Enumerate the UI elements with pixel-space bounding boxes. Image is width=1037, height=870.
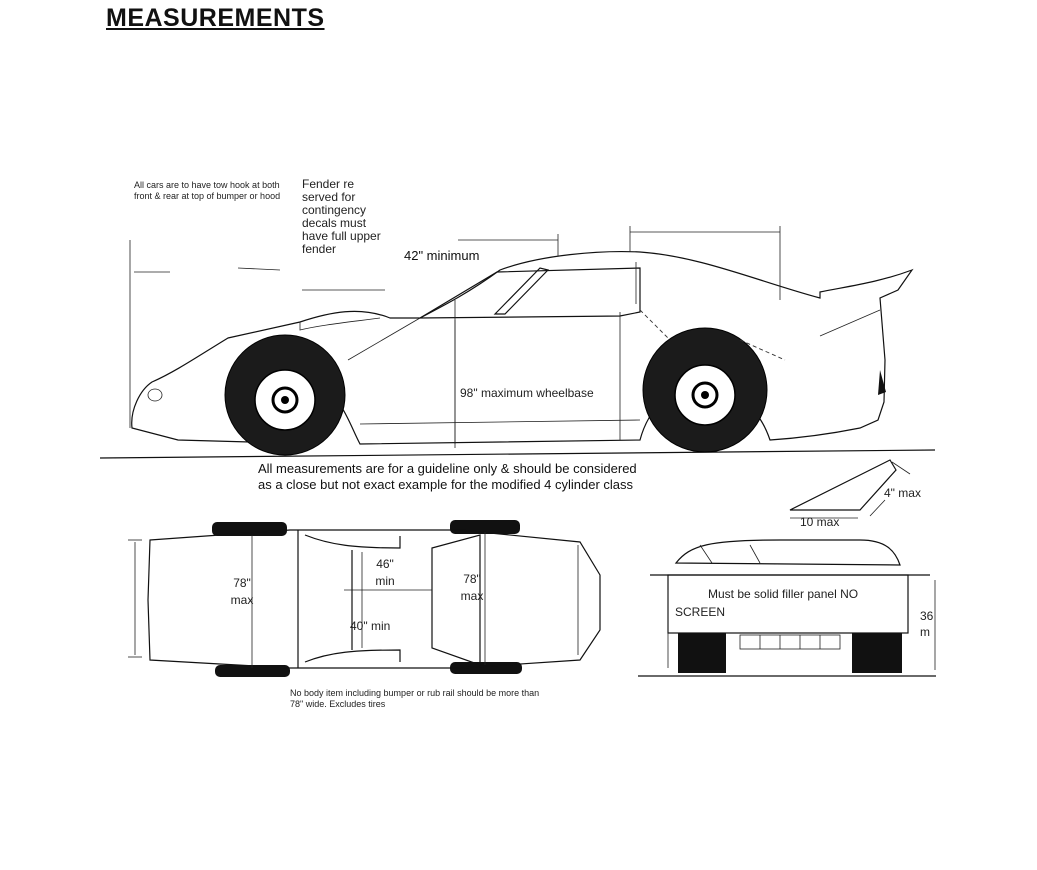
side-window bbox=[417, 267, 641, 319]
filler-panel bbox=[667, 574, 909, 634]
filler-panel-line-2: SCREEN bbox=[675, 605, 726, 619]
top-body-outline bbox=[147, 529, 601, 669]
rear-view-car bbox=[638, 539, 936, 677]
rear-wheel bbox=[642, 327, 768, 453]
roof-width-value: 46" bbox=[376, 557, 394, 571]
roof-width-unit: min bbox=[375, 574, 395, 588]
page-title: MEASUREMENTS bbox=[106, 4, 325, 32]
rear-height-value: 36 bbox=[920, 609, 934, 623]
front-fender-line bbox=[299, 317, 381, 331]
side-view-car bbox=[99, 226, 936, 459]
rear-arch-dash bbox=[639, 309, 671, 341]
top-rear-deck bbox=[431, 534, 481, 666]
disclaimer-line-2: as a close but not exact example for the… bbox=[258, 477, 634, 492]
rear-height-unit: m bbox=[920, 625, 930, 639]
spoiler-detail bbox=[789, 459, 911, 519]
rear-tire-left bbox=[678, 633, 726, 673]
disclaimer-line-1: All measurements are for a guideline onl… bbox=[258, 461, 637, 476]
spoiler-tip-line bbox=[891, 461, 911, 475]
spoiler-height-label: 4" max bbox=[884, 486, 921, 500]
quarter-crease bbox=[819, 309, 881, 337]
rear-width-value: 78" bbox=[463, 572, 481, 586]
body-width-note: No body item including bumper or rub rai… bbox=[290, 688, 540, 709]
tow-hook-note: All cars are to have tow hook at both fr… bbox=[134, 180, 281, 201]
top-tire-front-right bbox=[215, 665, 290, 677]
spoiler-profile bbox=[789, 459, 897, 511]
top-tire-front-left bbox=[212, 522, 287, 536]
headlight bbox=[147, 388, 163, 402]
top-view-car bbox=[128, 520, 601, 677]
rear-width-unit: max bbox=[460, 589, 484, 603]
front-width-unit: max bbox=[230, 593, 254, 607]
tow-hook-arrow-2 bbox=[237, 267, 281, 271]
ground-line bbox=[99, 449, 936, 459]
front-wheel bbox=[224, 334, 346, 456]
front-width-value: 78" bbox=[233, 576, 251, 590]
rocker-line bbox=[359, 419, 641, 425]
top-cockpit-front bbox=[304, 534, 401, 549]
top-cockpit-front-2 bbox=[304, 649, 401, 663]
fender-note: Fender re served for contingency decals … bbox=[302, 177, 381, 256]
rear-bumper-grille bbox=[739, 634, 841, 650]
interior-width-label: 40" min bbox=[350, 619, 391, 633]
rear-arch-dash-2 bbox=[739, 339, 786, 361]
window-bar bbox=[493, 267, 550, 315]
filler-panel-line-1: Must be solid filler panel NO bbox=[708, 587, 859, 601]
rear-tire-right bbox=[852, 633, 902, 673]
taillight bbox=[878, 370, 886, 395]
roof-height-label: 42" minimum bbox=[404, 248, 480, 263]
spoiler-length-label: 10 max bbox=[800, 515, 840, 529]
hood-crease bbox=[347, 317, 421, 361]
rear-view-roof bbox=[674, 539, 901, 566]
spoiler-height-line bbox=[869, 499, 886, 517]
wheelbase-label: 98" maximum wheelbase bbox=[460, 386, 594, 400]
